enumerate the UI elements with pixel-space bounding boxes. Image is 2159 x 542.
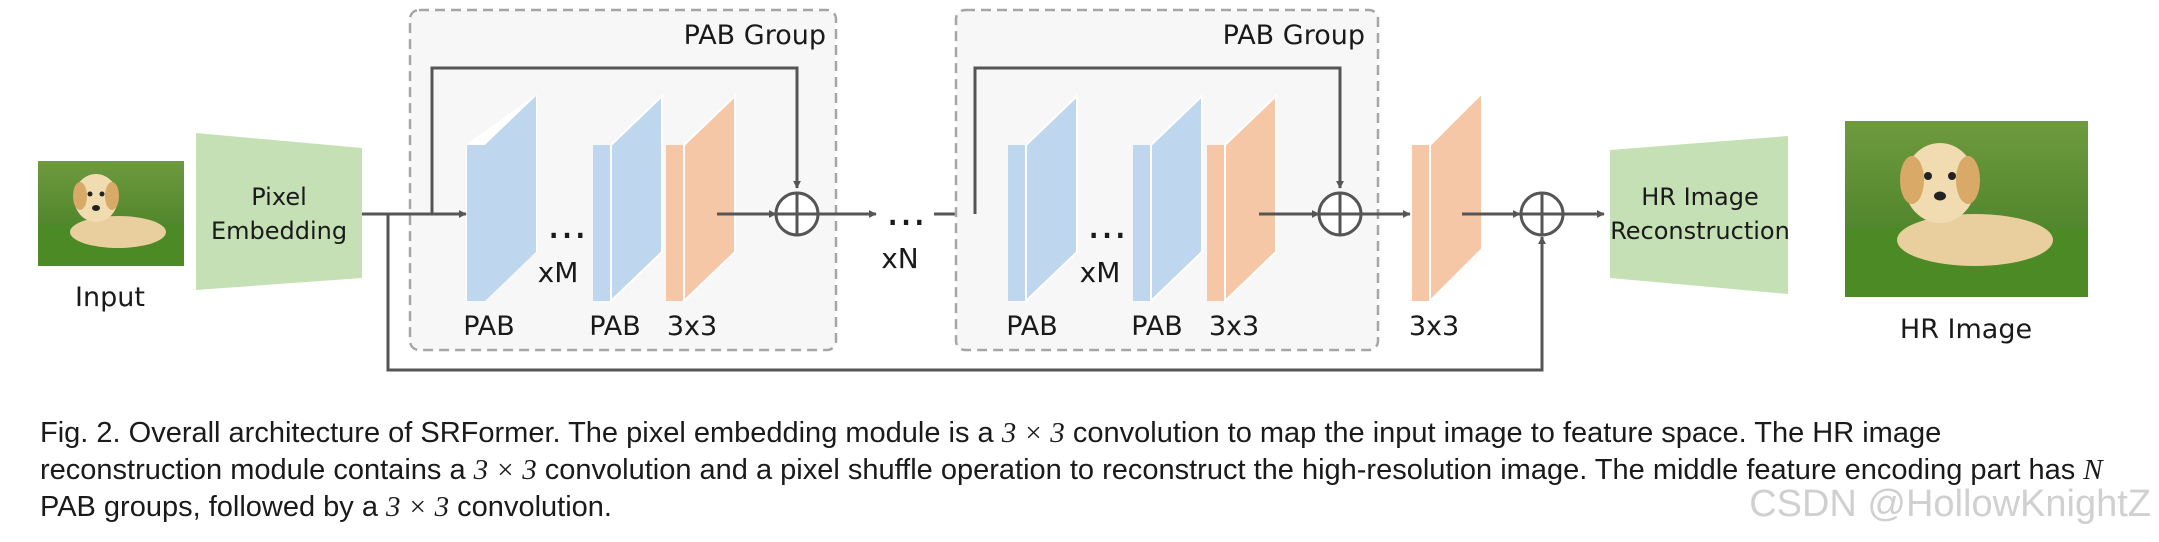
group-2-repeat-label: xM [1080, 256, 1121, 289]
caption-text-1: Fig. 2. Overall architecture of SRFormer… [40, 417, 1002, 449]
group-1-pab-label-1: PAB [463, 311, 515, 342]
caption-math-3: N [2083, 454, 2103, 486]
group-2-pab-label-1: PAB [1006, 311, 1058, 342]
caption-text-2: convolution to map the input image to fe… [40, 417, 1942, 486]
group-2-pab-label-2: PAB [1131, 311, 1183, 342]
global-sum-node [1519, 191, 1565, 237]
caption-math-1: 3 × 3 [1001, 417, 1065, 449]
pab-block-1a [466, 94, 537, 303]
group-1-conv-label: 3x3 [667, 311, 717, 342]
group-1-skip-line [430, 66, 801, 214]
hr-reconstruction-label-line1: HR Image [1641, 183, 1759, 211]
pixel-embedding-label-line1: Pixel [251, 183, 307, 211]
group-2-conv-label: 3x3 [1209, 311, 1259, 342]
caption-math-4: 3 × 3 [386, 491, 450, 523]
hr-reconstruction-block [1610, 136, 1788, 294]
input-label: Input [75, 282, 145, 313]
input-image [38, 161, 184, 266]
global-skip-line [386, 214, 1546, 372]
pixel-embedding-block [196, 133, 362, 290]
group-1-ellipsis: ... [547, 199, 587, 248]
caption-text-3: convolution and a pixel shuffle operatio… [536, 454, 2084, 486]
pab-block-2b [1133, 93, 1203, 304]
caption-math-2: 3 × 3 [473, 454, 537, 486]
group-2-ellipsis: ... [1087, 199, 1127, 248]
hr-image-label: HR Image [1900, 314, 2032, 345]
group-1-pab-label-2: PAB [589, 311, 641, 342]
group-1-sum-node [774, 191, 820, 237]
between-groups-repeat-label: xN [881, 242, 919, 275]
group-1-repeat-label: xM [538, 256, 579, 289]
pixel-embedding-label-line2: Embedding [211, 217, 347, 245]
caption-text-4: PAB groups, followed by a [40, 491, 387, 523]
group-2-skip-line [973, 66, 1344, 214]
hr-output-image [1845, 121, 2088, 297]
caption-text-5: convolution. [449, 491, 612, 523]
conv-block-1 [666, 93, 736, 304]
figure-caption: Fig. 2. Overall architecture of SRFormer… [40, 415, 2120, 526]
final-conv-label: 3x3 [1409, 311, 1459, 342]
pab-block-1b [593, 93, 663, 304]
final-conv-block [1412, 90, 1483, 304]
group-2-sum-node [1317, 191, 1363, 237]
between-groups-ellipsis: ... [886, 186, 926, 235]
hr-reconstruction-label-line2: Reconstruction [1610, 217, 1790, 245]
watermark: CSDN @HollowKnightZ [1749, 483, 2151, 525]
pab-group-2-title: PAB Group [1223, 20, 1365, 51]
pab-block-2a [1008, 93, 1078, 304]
pab-group-1-title: PAB Group [684, 20, 826, 51]
conv-block-2 [1207, 93, 1277, 304]
